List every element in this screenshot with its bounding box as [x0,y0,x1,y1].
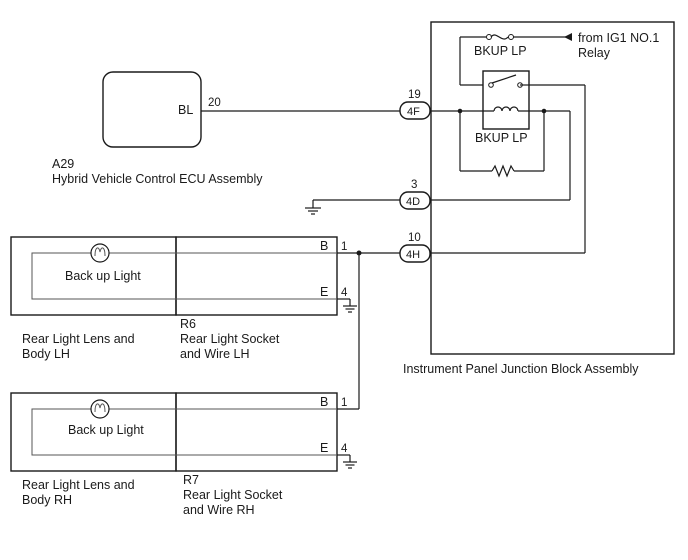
rh-socket-code: R7 [183,473,199,487]
junction-block-name: Instrument Panel Junction Block Assembly [403,362,639,376]
resistor-symbol [459,111,545,178]
lh-lens-line1: Rear Light Lens and [22,332,135,346]
connector-4d-pin: 3 [411,179,417,191]
lh-socket-code: R6 [180,317,196,331]
arrow-icon [564,33,572,41]
rh-circuit [31,408,337,456]
ecu-box [102,71,202,148]
relay-label: BKUP LP [475,131,528,145]
ecu-name: Hybrid Vehicle Control ECU Assembly [52,172,263,186]
connector-4h-code: 4H [406,249,420,261]
ground-icon [305,200,321,215]
connector-4d-code: 4D [406,196,420,208]
lh-socket-box [175,236,338,316]
lh-pin-b-name: B [320,239,328,253]
rh-socket-box [175,392,338,472]
relay-box [482,70,530,130]
feed-label-line2: Relay [578,46,611,60]
lh-circuit [31,252,337,300]
lh-socket-line2: and Wire LH [180,347,249,361]
rh-pin-e-number: 4 [341,443,348,455]
connector-4h-pin: 10 [408,232,421,244]
fuse-symbol [459,34,571,86]
connector-4f-code: 4F [407,106,420,118]
ground-icon [337,298,357,313]
lh-lens-line2: Body LH [22,347,70,361]
lh-pin-b-number: 1 [341,241,347,253]
lh-lamp-label: Back up Light [65,269,141,283]
rh-lamp-label: Back up Light [68,423,144,437]
bulb-icon [90,243,110,263]
rh-pin-e-name: E [320,441,328,455]
ecu-code: A29 [52,157,74,171]
lh-pin-e-name: E [320,285,328,299]
ecu-pin-name: BL [178,103,193,117]
lh-pin-e-number: 4 [341,287,348,299]
feed-label-line1: from IG1 NO.1 [578,31,659,45]
connector-4f-pin: 19 [408,89,421,101]
rh-pin-b-number: 1 [341,397,347,409]
rh-lens-line1: Rear Light Lens and [22,478,135,492]
lh-socket-line1: Rear Light Socket [180,332,280,346]
ecu-pin-number: 20 [208,97,221,109]
junction-block-box [430,21,675,355]
rh-socket-line1: Rear Light Socket [183,488,283,502]
ground-icon [337,454,357,469]
rh-socket-line2: and Wire RH [183,503,255,517]
rh-lens-line2: Body RH [22,493,72,507]
bulb-icon [90,399,110,419]
fuse-label: BKUP LP [474,44,527,58]
relay-coil [430,106,570,114]
rh-pin-b-name: B [320,395,328,409]
relay-switch [488,74,586,253]
